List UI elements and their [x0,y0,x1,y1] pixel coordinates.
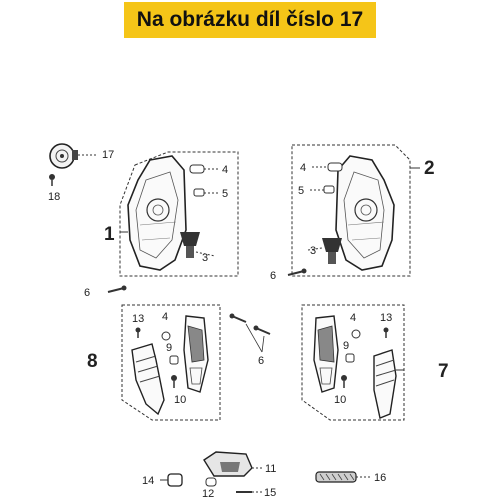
label-13-right: 13 [380,312,392,324]
label-14: 14 [142,475,154,487]
label-7: 7 [438,361,449,382]
group-headlight-right [291,144,420,277]
label-3-left: 3 [202,252,208,264]
label-6-left: 6 [84,287,90,299]
group-indicator-right [301,304,405,421]
group-indicator-left [121,304,221,421]
licence-lamp-11 [203,451,262,477]
tail-light-right [313,315,339,393]
label-17: 17 [102,149,114,161]
screw-6-right [287,268,307,276]
screw-6-left [107,285,127,293]
headlight-left [127,155,187,271]
label-6-right: 6 [270,270,276,282]
bulb-12 [205,477,217,487]
label-12: 12 [202,488,214,500]
dashed-frame [121,304,221,421]
label-3-right: 3 [310,245,316,257]
small-parts-left [135,327,179,388]
label-5-right: 5 [298,185,304,197]
bulb-4-right [312,162,343,172]
dashed-frame [119,151,239,277]
label-16: 16 [374,472,386,484]
small-parts-right [341,327,404,388]
label-4-bottom-right: 4 [350,312,356,324]
indicator-lens-8 [131,343,165,416]
title-banner: Na obrázku díl číslo 17 [124,2,376,38]
label-5-left: 5 [222,188,228,200]
label-4-bottom-left: 4 [162,311,168,323]
dashed-frame [291,144,411,277]
screws-6-middle [229,313,271,353]
dashed-frame [301,304,405,421]
bulb-4-left [189,164,218,174]
horn-part-17 [49,143,98,169]
tail-light-left [183,315,209,393]
label-15: 15 [264,487,276,499]
label-11: 11 [265,463,276,475]
screw-18 [49,174,55,186]
socket-14 [160,473,183,487]
bulb-5-left [193,188,218,197]
label-4-left: 4 [222,164,228,176]
label-10-left: 10 [174,394,186,406]
label-4-right: 4 [300,162,306,174]
group-headlight-left [119,151,239,277]
label-9-left: 9 [166,342,172,354]
indicator-lens-7 [373,349,397,419]
label-13-left: 13 [132,313,144,325]
label-8: 8 [87,351,98,372]
bulb-socket-3-left [180,232,216,258]
bulb-5-right [310,185,335,194]
headlight-right [335,155,395,271]
reflector-16 [315,471,370,483]
label-1: 1 [104,224,115,245]
label-9-right: 9 [343,340,349,352]
label-18: 18 [48,191,60,203]
bulb-socket-3-right [307,238,342,264]
label-2: 2 [424,158,435,179]
label-6-middle: 6 [258,355,264,367]
label-10-right: 10 [334,394,346,406]
banner-title: Na obrázku díl číslo 17 [136,8,364,31]
